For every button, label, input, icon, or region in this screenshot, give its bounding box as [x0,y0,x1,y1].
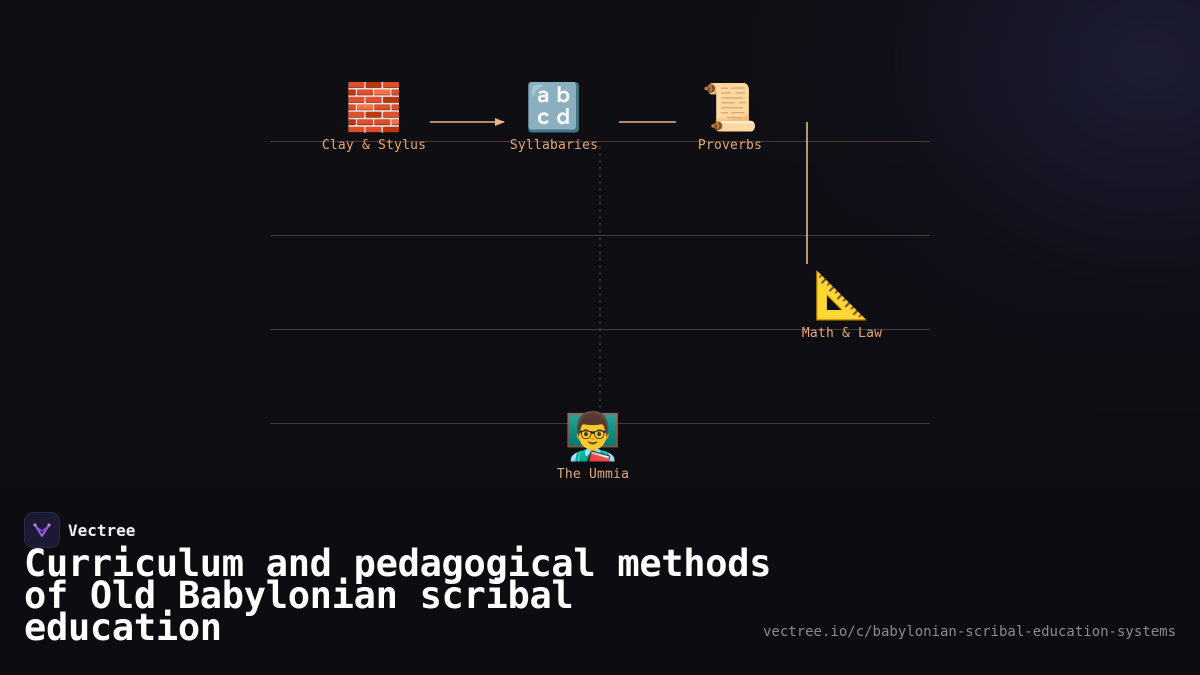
row-divider [270,423,930,424]
node-label: Clay & Stylus [321,138,427,153]
row-divider [270,141,930,142]
scroll-icon: 📜 [701,80,759,134]
abcd-icon: 🔡 [525,80,583,134]
node-label: Syllabaries [509,138,599,153]
node-label: Math & Law [801,326,883,341]
teacher-icon: 👨‍🏫 [564,409,622,463]
node-syllabaries: 🔡 Syllabaries [474,82,634,153]
node-math-law: 📐 Math & Law [762,270,922,341]
triangular-ruler-icon: 📐 [813,268,871,322]
node-label: The Ummia [556,467,630,482]
node-the-ummia: 👨‍🏫 The Ummia [513,411,673,482]
bricks-icon: 🧱 [345,80,403,134]
row-divider [270,235,930,236]
vectree-logo-icon [24,512,60,548]
node-clay-stylus: 🧱 Clay & Stylus [294,82,454,153]
brand-name: Vectree [68,520,136,540]
page-title: Curriculum and pedagogical methods of Ol… [24,542,772,649]
node-label: Proverbs [697,138,763,153]
brand: Vectree [24,512,135,548]
page-url[interactable]: vectree.io/c/babylonian-scribal-educatio… [762,624,1176,640]
node-proverbs: 📜 Proverbs [650,82,810,153]
